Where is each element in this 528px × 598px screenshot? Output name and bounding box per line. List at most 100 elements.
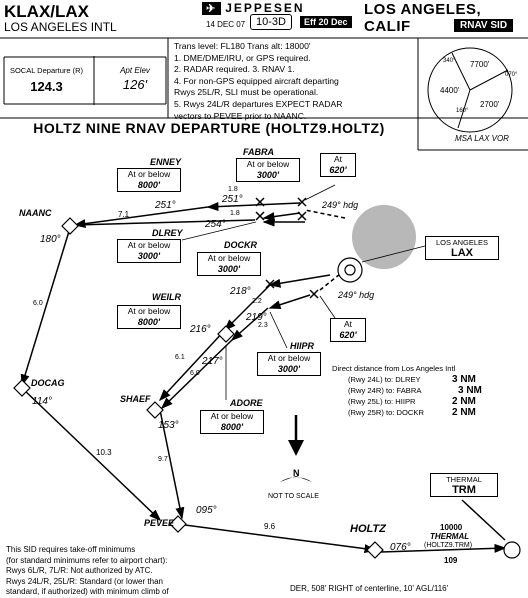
direct-rwy: (Rwy 25L) to: HIIPR bbox=[348, 397, 416, 406]
navaid-ident: TRM bbox=[452, 484, 476, 496]
leg-dist: 6.0 bbox=[190, 370, 200, 377]
procedure-title: HOLTZ NINE RNAV DEPARTURE (HOLTZ9.HOLTZ) bbox=[33, 120, 385, 136]
msa-label: MSA LAX VOR bbox=[455, 134, 509, 143]
note-line: 5. Rwys 24L/R departures EXPECT RADAR bbox=[174, 98, 343, 109]
fix-shaef: SHAEF bbox=[120, 394, 151, 404]
box-line: At or below bbox=[267, 353, 311, 363]
box-alt: 620' bbox=[329, 165, 347, 175]
apt-elev-label: Apt Elev bbox=[120, 66, 150, 75]
direct-rwy: (Rwy 24R) to: FABRA bbox=[348, 386, 422, 395]
direct-rwy: (Rwy 25R) to: DOCKR bbox=[348, 408, 424, 417]
box-alt: 3000' bbox=[256, 170, 280, 180]
direct-nm: 3 NM bbox=[452, 374, 476, 385]
box-alt: 3000' bbox=[217, 264, 241, 274]
airport-ident: KLAX/LAX bbox=[4, 2, 89, 21]
airport-name: LOS ANGELES INTL bbox=[4, 20, 117, 34]
note-line: Rwys 6L/R, 7L/R: Not authorized by ATC. bbox=[6, 566, 153, 575]
jeppesen-badge-icon: ✈ bbox=[202, 2, 222, 15]
leg-crs: 218° bbox=[230, 286, 251, 297]
bottom-notes: This SID requires take-off minimums (for… bbox=[6, 545, 226, 598]
chart-number: 10-3D bbox=[250, 14, 292, 30]
note-line: (for standard minimums refer to airport … bbox=[6, 555, 168, 565]
fix-dockr: DOCKR bbox=[224, 240, 257, 250]
leg-crs: 114° bbox=[32, 396, 52, 407]
box-line: At or below bbox=[127, 306, 171, 316]
navaid-ident: LAX bbox=[451, 247, 473, 259]
navaid-name: LOS ANGELES bbox=[435, 238, 489, 247]
thermal-dist: 109 bbox=[444, 556, 458, 565]
leg-crs: 254° bbox=[205, 219, 226, 230]
box-line: At or below bbox=[207, 253, 251, 263]
direct-nm: 3 NM bbox=[458, 385, 482, 396]
procedure-type: RNAV SID bbox=[454, 19, 514, 32]
direct-distance-table: Direct distance from Los Angeles Intl (R… bbox=[332, 363, 512, 418]
msa-alt-w: 4400' bbox=[440, 86, 460, 95]
box-line: At or below bbox=[210, 411, 254, 421]
thermal-label: THERMAL bbox=[430, 532, 470, 541]
apt-elev-value: 126' bbox=[122, 77, 148, 92]
note-line: 4. For non-GPS equipped aircraft departi… bbox=[174, 75, 339, 86]
leg-dist: 1.8 bbox=[230, 210, 240, 217]
note-line: vectors to PEVEE prior to NAANC. bbox=[174, 110, 307, 121]
leg-dist: 9.7 bbox=[158, 456, 168, 463]
fix-adore: ADORE bbox=[230, 398, 263, 408]
box-line: At bbox=[333, 154, 343, 164]
jeppesen-wordmark: JEPPESEN bbox=[225, 1, 305, 15]
note-line: Rwys 24L/R, 25L/R: Standard (or lower th… bbox=[6, 576, 163, 586]
box-alt: 8000' bbox=[137, 180, 161, 190]
box-line: At bbox=[343, 319, 353, 329]
leg-hdg: 249° hdg bbox=[338, 290, 375, 300]
msa-alt-se: 2700' bbox=[480, 100, 500, 109]
chart-date: 14 DEC 07 bbox=[206, 20, 246, 29]
box-alt: 3000' bbox=[277, 364, 301, 374]
der-note: DER, 508' RIGHT of centerline, 10' AGL/1… bbox=[290, 584, 449, 593]
direct-row: (Rwy 24L) to: DLREY 3 NM bbox=[332, 374, 512, 385]
leg-crs: 095° bbox=[196, 505, 217, 516]
direct-rwy: (Rwy 24L) to: DLREY bbox=[348, 375, 421, 384]
note-line: 1. DME/DME/IRU, or GPS required. bbox=[174, 52, 311, 63]
leg-crs: 251° bbox=[155, 200, 176, 211]
fix-enney: ENNEY bbox=[150, 157, 182, 167]
fix-hiipr: HIIPR bbox=[290, 341, 315, 351]
procedure-notes: Trans level: FL180 Trans alt: 18000' 1. … bbox=[174, 41, 414, 122]
navaid-name: THERMAL bbox=[446, 475, 482, 484]
msa-brg: 340° bbox=[443, 58, 456, 64]
box-alt: 8000' bbox=[220, 422, 244, 432]
msa-circle bbox=[427, 47, 513, 133]
leg-dist: 6.0 bbox=[33, 300, 43, 307]
city-name: LOS ANGELES, CALIF bbox=[364, 1, 482, 35]
direct-title: Direct distance from Los Angeles Intl bbox=[332, 364, 456, 373]
note-line: 2. RADAR required. 3. RNAV 1. bbox=[174, 64, 295, 75]
fix-docag: DOCAG bbox=[31, 378, 65, 388]
leg-crs: 219° bbox=[246, 312, 267, 323]
leg-crs: 251° bbox=[222, 194, 243, 205]
box-line: At or below bbox=[127, 240, 171, 250]
box-line: At or below bbox=[127, 169, 171, 179]
fix-weilr: WEILR bbox=[152, 292, 181, 302]
box-alt: 8000' bbox=[137, 317, 161, 327]
note-line: Trans level: FL180 Trans alt: 18000' bbox=[174, 41, 311, 51]
leg-dist: 6.1 bbox=[175, 354, 185, 361]
transition-id: (HOLTZ9.TRM) bbox=[424, 542, 473, 549]
departure-label: SOCAL Departure (R) bbox=[9, 66, 84, 75]
direct-row: (Rwy 25L) to: HIIPR 2 NM bbox=[332, 396, 512, 407]
note-line: This SID requires take-off minimums bbox=[6, 545, 136, 554]
fix-holtz: HOLTZ bbox=[350, 523, 386, 535]
leg-crs: 180° bbox=[40, 234, 61, 245]
leg-crs: 216° bbox=[190, 324, 211, 335]
fix-fabra: FABRA bbox=[243, 147, 274, 157]
direct-nm: 2 NM bbox=[452, 396, 476, 407]
leg-dist: 2.2 bbox=[252, 298, 262, 305]
leg-hdg: 249° hdg bbox=[322, 200, 359, 210]
note-line: Rwys 25L/R, SLI must be operational. bbox=[174, 87, 319, 98]
